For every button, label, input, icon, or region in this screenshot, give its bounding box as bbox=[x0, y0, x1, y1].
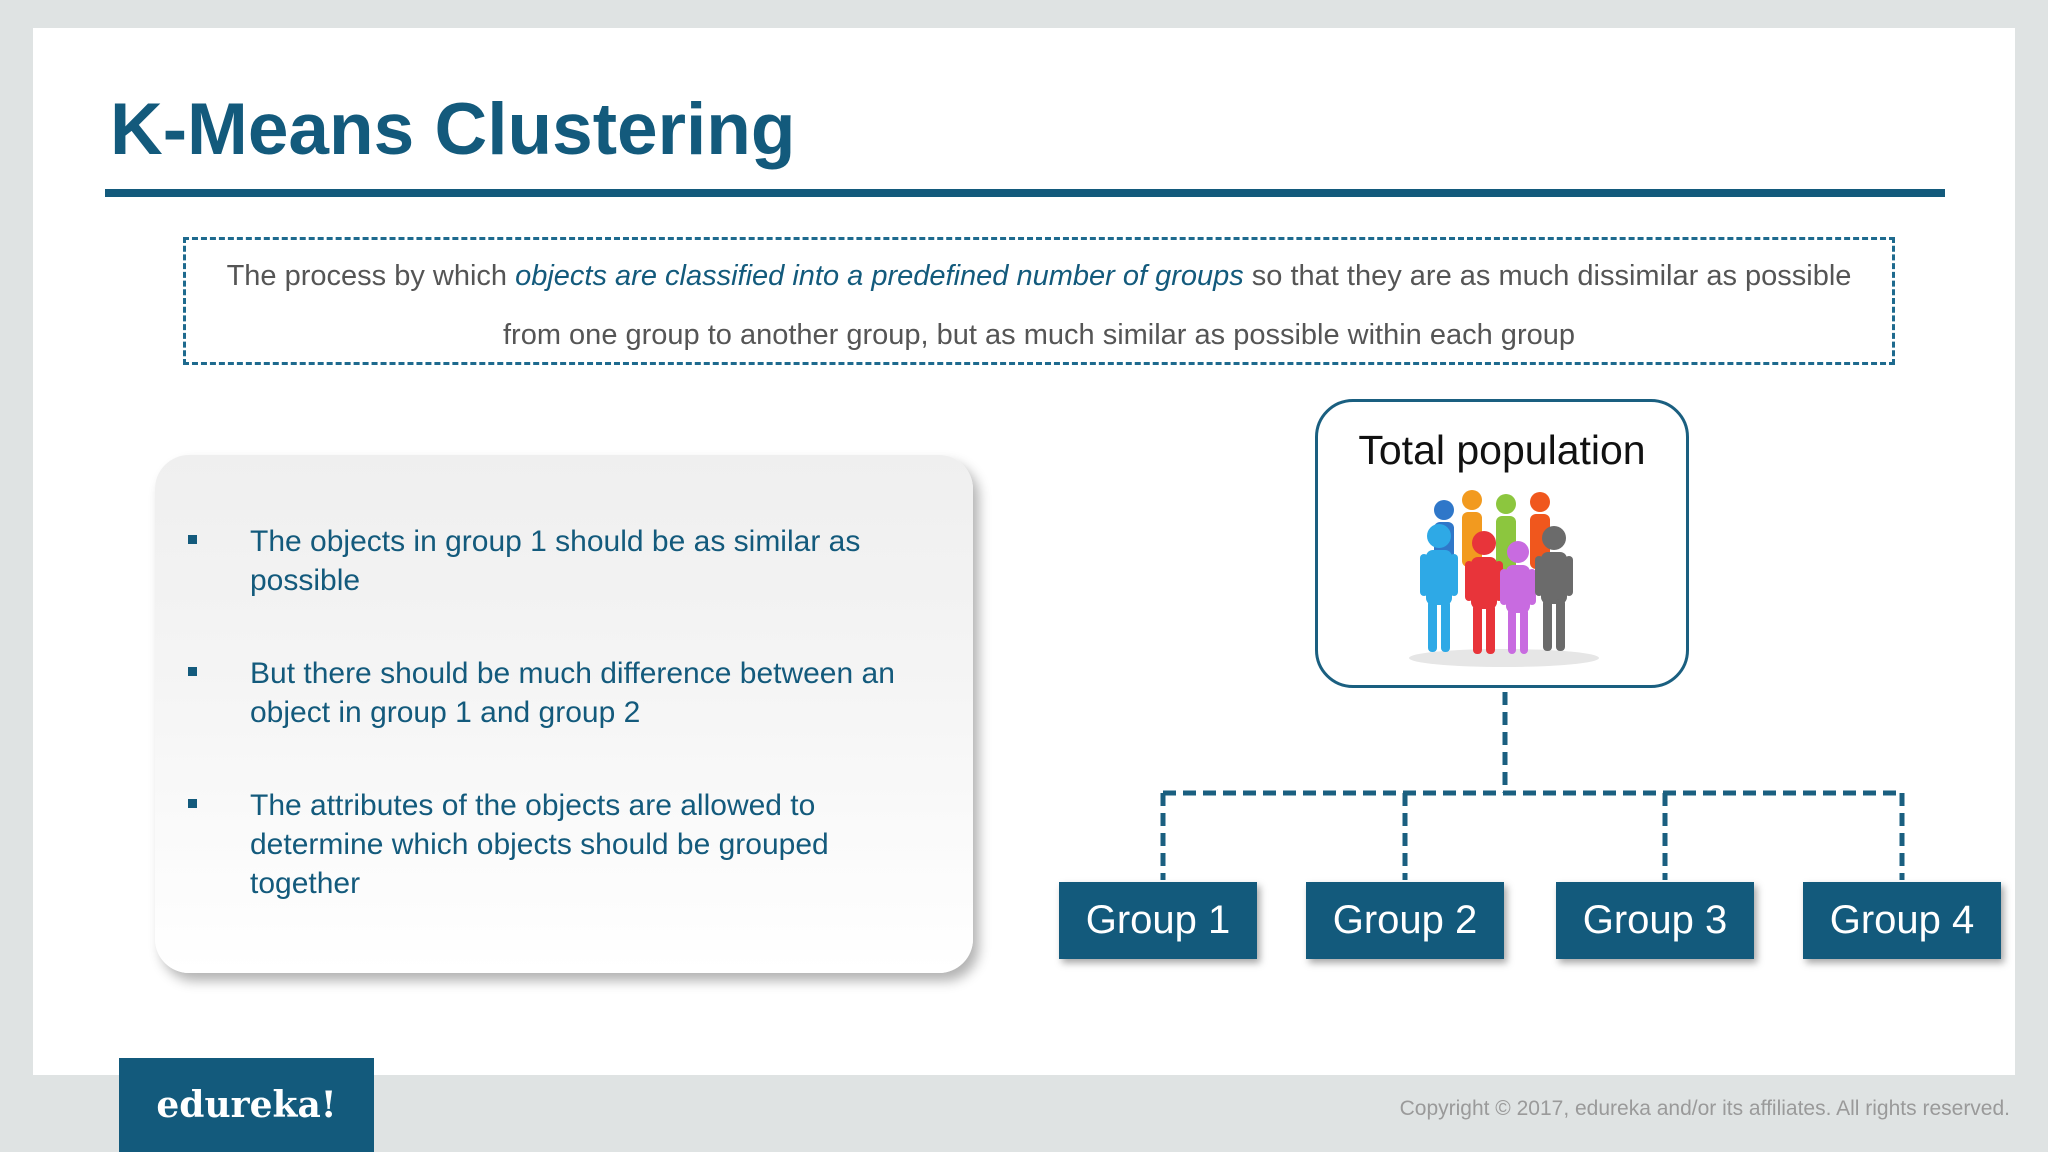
edureka-logo: edureka! bbox=[119, 1058, 374, 1152]
copyright-notice: Copyright © 2017, edureka and/or its aff… bbox=[1400, 1097, 2010, 1121]
group-1-box: Group 1 bbox=[1059, 882, 1257, 959]
group-3-box: Group 3 bbox=[1556, 882, 1754, 959]
definition-text-end: so that they are as much dissimilar as p… bbox=[1244, 260, 1852, 292]
group-4-box: Group 4 bbox=[1803, 882, 2001, 959]
definition-box: The process by which objects are classif… bbox=[183, 237, 1895, 365]
bullet-item-1: The objects in group 1 should be as simi… bbox=[250, 522, 930, 600]
total-population-box: Total population bbox=[1315, 399, 1689, 688]
definition-line-2: from one group to another group, but as … bbox=[186, 319, 1892, 352]
people-group-icon bbox=[1404, 488, 1604, 668]
group-2-box: Group 2 bbox=[1306, 882, 1504, 959]
bullet-square-icon bbox=[188, 799, 197, 808]
bullet-item-2: But there should be much difference betw… bbox=[250, 654, 930, 732]
total-population-label: Total population bbox=[1318, 427, 1686, 474]
title-underline bbox=[105, 189, 1945, 197]
bullet-item-3: The attributes of the objects are allowe… bbox=[250, 786, 930, 903]
definition-text-start: The process by which bbox=[227, 260, 516, 292]
definition-line-1: The process by which objects are classif… bbox=[186, 260, 1892, 293]
bullet-panel: The objects in group 1 should be as simi… bbox=[155, 455, 973, 973]
definition-emphasis: objects are classified into a predefined… bbox=[515, 260, 1244, 292]
bullet-square-icon bbox=[188, 535, 197, 544]
slide-title: K-Means Clustering bbox=[110, 88, 795, 171]
bullet-square-icon bbox=[188, 667, 197, 676]
